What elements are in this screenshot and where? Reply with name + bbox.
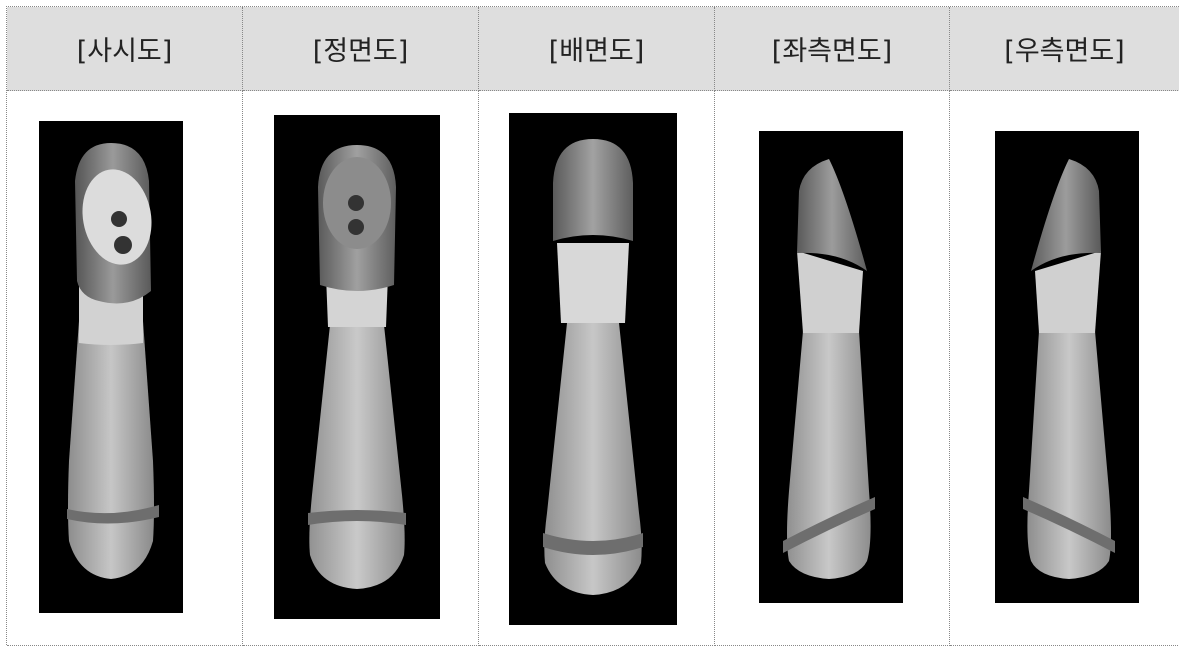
perspective-view-image	[39, 121, 183, 613]
cell-right	[950, 91, 1179, 646]
cell-perspective	[7, 91, 243, 646]
left-side-view-image	[759, 131, 903, 603]
design-views-table: [사시도] [정면도] [배면도] [좌측면도] [우측면도]	[6, 6, 1179, 646]
right-side-view-image	[995, 131, 1139, 603]
header-left: [좌측면도]	[715, 7, 950, 91]
cell-front	[243, 91, 479, 646]
header-front: [정면도]	[243, 7, 479, 91]
header-perspective: [사시도]	[7, 7, 243, 91]
header-back: [배면도]	[479, 7, 715, 91]
back-view-image	[509, 113, 677, 625]
cell-back	[479, 91, 715, 646]
front-view-image	[274, 115, 440, 619]
header-right: [우측면도]	[950, 7, 1179, 91]
cell-left	[715, 91, 950, 646]
